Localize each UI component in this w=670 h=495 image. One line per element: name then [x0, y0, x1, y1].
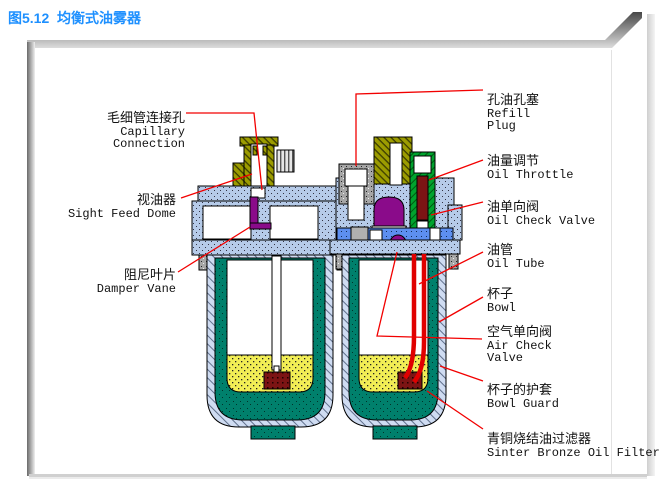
- leader-refill-plug: [355, 89, 484, 166]
- label-en: Oil Throttle: [487, 167, 574, 182]
- label-en: Refill Plug: [487, 106, 531, 133]
- label-en: Sinter Bronze Oil Filter: [487, 445, 660, 460]
- label-en: Damper Vane: [96, 281, 176, 296]
- label-zh: 空气单向阀: [487, 324, 553, 340]
- label-zh: 毛细管连接孔: [106, 110, 185, 126]
- figure-title: 图5.12 均衡式油雾器: [8, 10, 142, 26]
- damper-vane-part: [249, 196, 272, 230]
- label-zh: 杯子: [487, 286, 514, 302]
- leader-lines: [177, 89, 484, 430]
- right-bowl-part: [341, 254, 447, 440]
- oil-check-valve-part: [409, 151, 436, 229]
- leader-sinter-filter: [426, 390, 484, 430]
- label-zh: 视油器: [136, 192, 176, 208]
- right-section-view: [329, 136, 463, 440]
- capillary-connection-part: [232, 136, 295, 192]
- label-zh: 油管: [487, 242, 514, 258]
- leader-oil-throttle: [428, 159, 484, 181]
- left-bowl-part: [206, 254, 334, 440]
- leader-capillary: [186, 112, 263, 191]
- label-zh: 孔油孔塞: [487, 92, 540, 108]
- refill-plug-part: [338, 163, 375, 221]
- leader-air-check-valve: [376, 251, 483, 340]
- leader-sight-dome: [180, 173, 253, 199]
- label-en: Bowl Guard: [487, 396, 560, 411]
- leader-damper-vane: [177, 226, 251, 273]
- panel-frame: [27, 12, 655, 479]
- left-section-view: [191, 136, 353, 440]
- label-zh: 油单向阀: [487, 199, 540, 215]
- left-filter-part: [263, 371, 291, 390]
- label-zh: 油量调节: [487, 153, 540, 169]
- label-zh: 杯子的护套: [487, 382, 553, 398]
- oil-tube-part: [403, 254, 427, 384]
- label-zh: 阻尼叶片: [123, 267, 176, 283]
- label-en: Capillary Connection: [112, 124, 185, 151]
- label-en: Air Check Valve: [487, 338, 552, 365]
- label-zh: 青铜烧结油过滤器: [487, 431, 592, 447]
- oil-throttle-part: [373, 136, 413, 186]
- leader-oil-tube: [418, 251, 484, 285]
- leader-oil-check-valve: [430, 201, 484, 216]
- leader-bowl: [438, 296, 484, 323]
- label-en: Bowl: [487, 300, 516, 315]
- label-en: Oil Check Valve: [487, 213, 596, 228]
- label-en: Oil Tube: [487, 256, 545, 271]
- leader-bowl-guard: [439, 365, 484, 382]
- label-en: Sight Feed Dome: [67, 206, 176, 221]
